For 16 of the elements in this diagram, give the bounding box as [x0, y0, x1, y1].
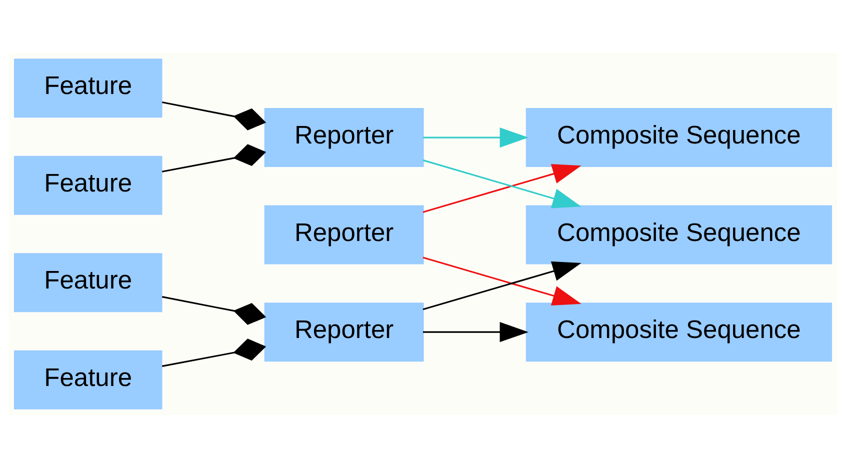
node-box: Reporter	[264, 108, 424, 168]
connector	[162, 296, 266, 325]
arrow	[423, 127, 529, 148]
connector	[162, 338, 266, 367]
node-box: Feature	[14, 350, 162, 410]
node-box: Reporter	[264, 302, 424, 362]
connector	[162, 144, 266, 172]
node-box: Feature	[14, 253, 162, 312]
node-box: Composite Sequence	[526, 108, 832, 168]
node-box: Composite Sequence	[526, 205, 832, 264]
arrow	[423, 322, 529, 342]
node-box: Feature	[14, 58, 162, 118]
node-box: Feature	[14, 156, 162, 215]
node-box: Reporter	[264, 205, 424, 264]
connector	[162, 101, 266, 130]
node-box: Composite Sequence	[526, 302, 832, 362]
